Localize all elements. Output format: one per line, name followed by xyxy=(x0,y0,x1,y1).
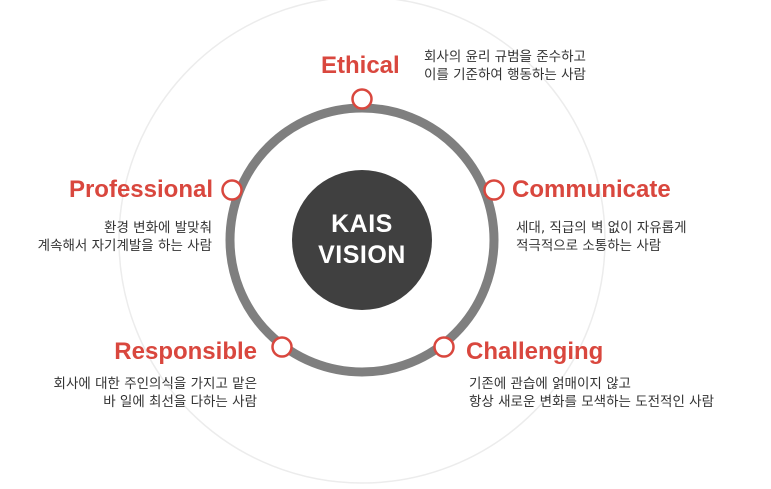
center-title: KAIS VISION xyxy=(292,170,432,310)
outer-faint-circle xyxy=(118,0,606,484)
center-title-line2: VISION xyxy=(318,241,406,269)
desc-professional: 환경 변화에 발맞춰 계속해서 자기계발을 하는 사람 xyxy=(38,219,212,255)
node-professional xyxy=(221,179,243,201)
desc-challenging: 기존에 관습에 얽매이지 않고 항상 새로운 변화를 모색하는 도전적인 사람 xyxy=(469,375,714,411)
center-circle xyxy=(292,170,432,310)
node-communicate xyxy=(483,179,505,201)
desc-ethical-line1: 회사의 윤리 규범을 준수하고 xyxy=(424,49,586,65)
node-responsible xyxy=(271,336,293,358)
label-challenging: Challenging xyxy=(466,338,604,365)
label-professional: Professional xyxy=(68,176,213,203)
desc-communicate-line2: 적극적으로 소통하는 사람 xyxy=(516,238,662,254)
desc-responsible-line1: 회사에 대한 주인의식을 가지고 맡은 xyxy=(53,376,257,392)
desc-responsible-line2: 바 일에 최선을 다하는 사람 xyxy=(103,394,257,410)
node-challenging xyxy=(433,336,455,358)
desc-challenging-line1: 기존에 관습에 얽매이지 않고 xyxy=(469,376,631,392)
label-communicate: Communicate xyxy=(512,176,671,203)
label-ethical: Ethical xyxy=(321,52,400,79)
label-responsible: Responsible xyxy=(114,338,257,365)
desc-challenging-line2: 항상 새로운 변화를 모색하는 도전적인 사람 xyxy=(469,394,715,410)
center-title-line1: KAIS xyxy=(331,210,393,238)
desc-professional-line2: 계속해서 자기계발을 하는 사람 xyxy=(37,238,212,254)
desc-communicate: 세대, 직급의 벽 없이 자유롭게 적극적으로 소통하는 사람 xyxy=(516,219,687,255)
desc-ethical: 회사의 윤리 규범을 준수하고 이를 기준하여 행동하는 사람 xyxy=(424,48,586,84)
desc-ethical-line2: 이를 기준하여 행동하는 사람 xyxy=(424,67,586,83)
desc-responsible: 회사에 대한 주인의식을 가지고 맡은 바 일에 최선을 다하는 사람 xyxy=(54,375,257,411)
desc-communicate-line1: 세대, 직급의 벽 없이 자유롭게 xyxy=(516,220,687,236)
desc-professional-line1: 환경 변화에 발맞춰 xyxy=(104,220,212,236)
node-ethical xyxy=(351,88,373,110)
